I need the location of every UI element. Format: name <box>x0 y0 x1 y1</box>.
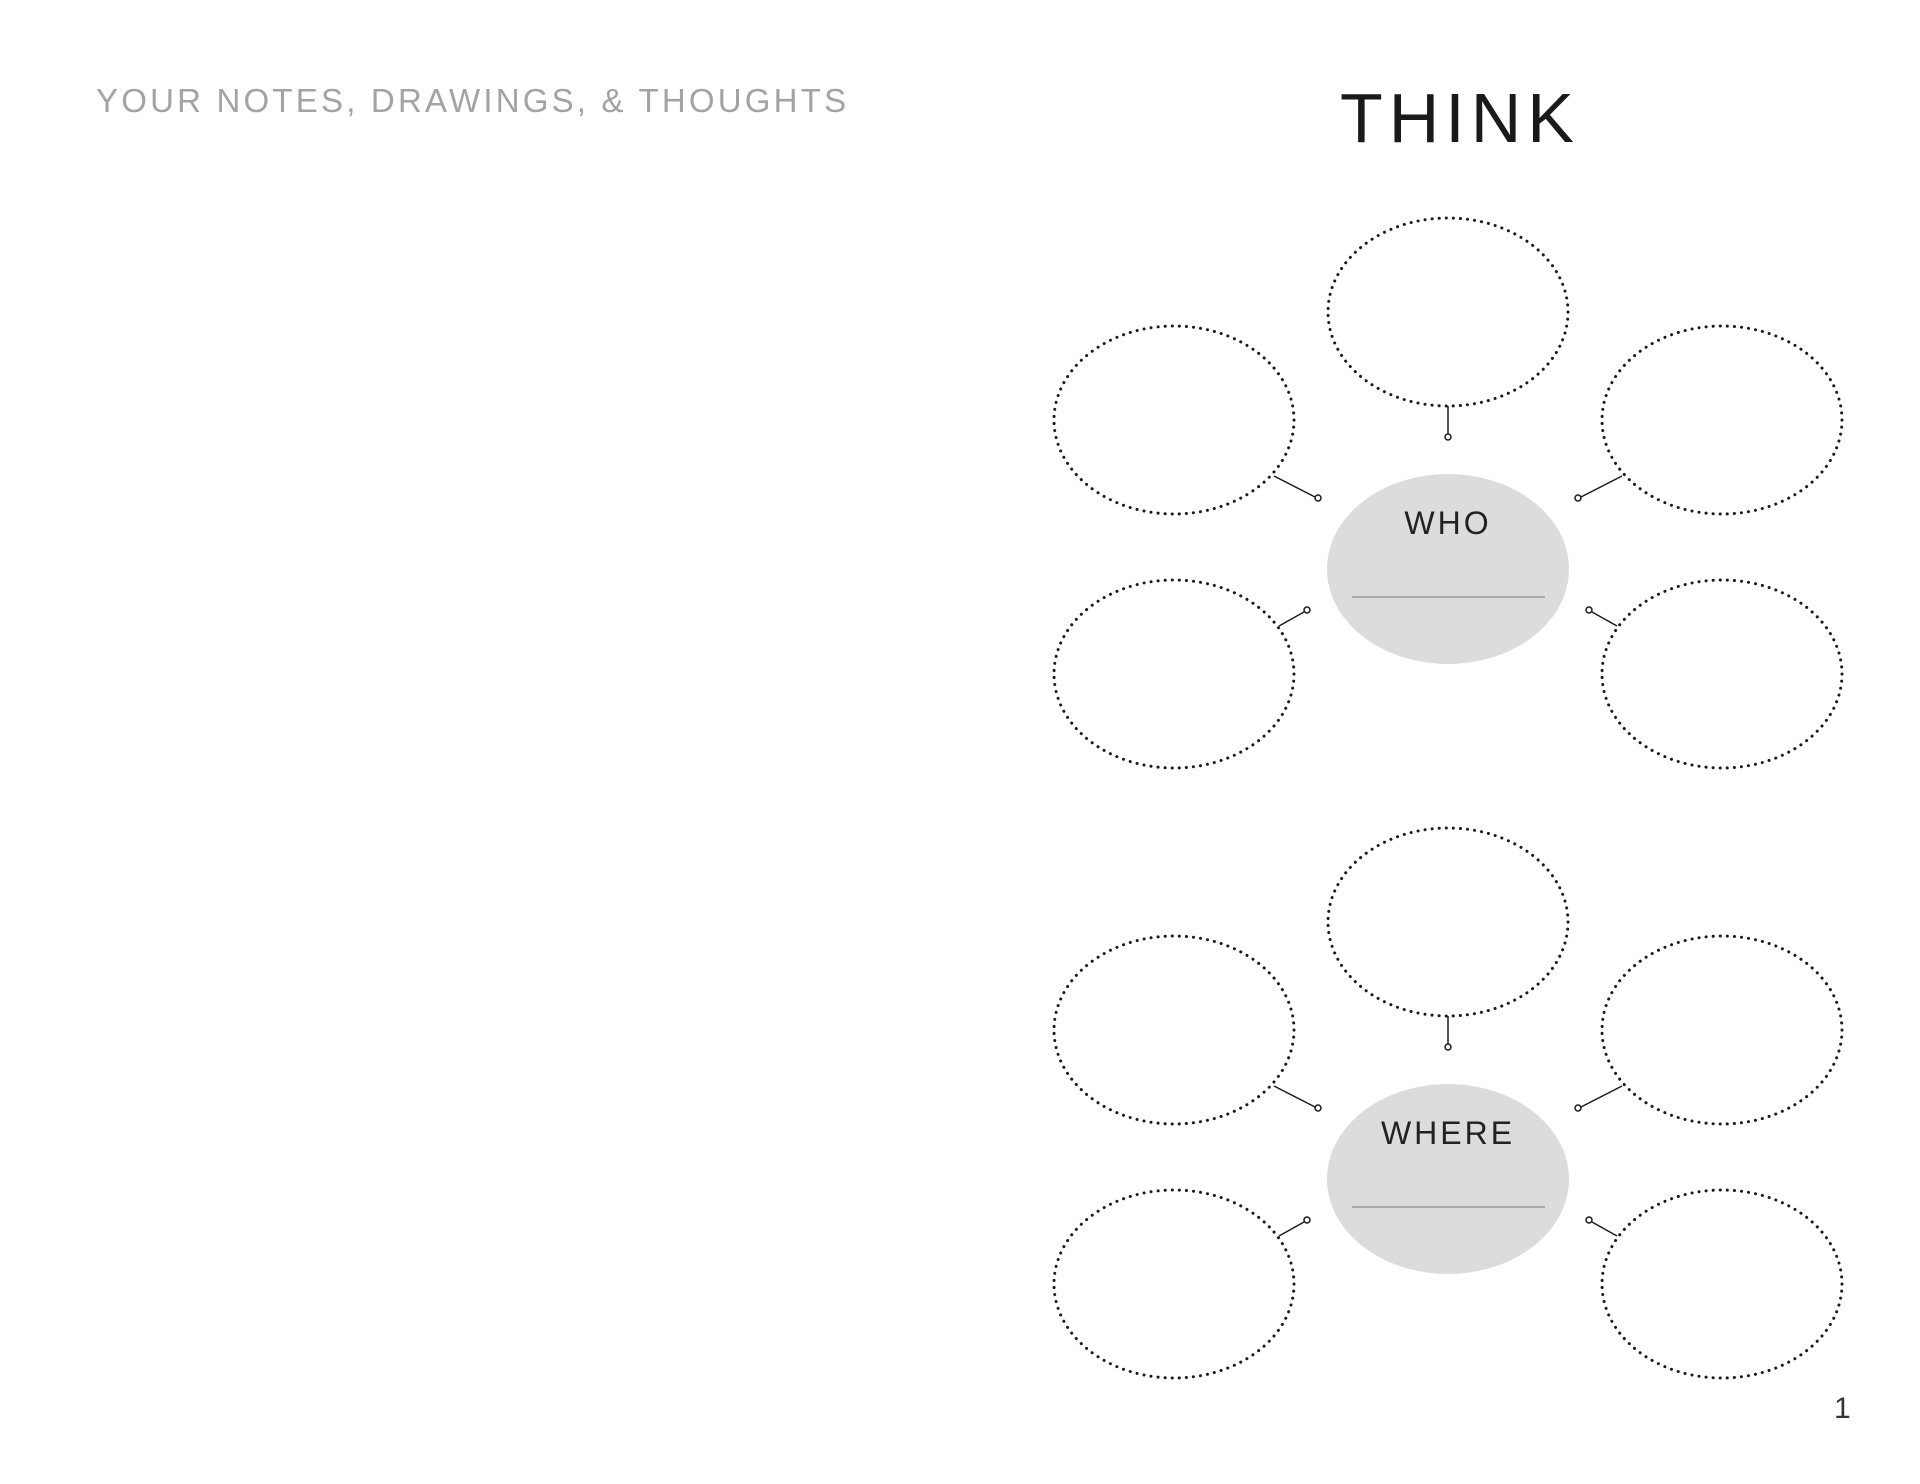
idea-bubble-lower-left[interactable] <box>1052 1188 1296 1380</box>
mind-map-where: WHERE <box>1052 826 1844 1380</box>
center-label-who: WHO <box>1404 505 1491 541</box>
center-bubble-where[interactable] <box>1327 1084 1569 1274</box>
idea-bubble-top[interactable] <box>1326 826 1570 1018</box>
idea-bubble-upper-right[interactable] <box>1600 934 1844 1126</box>
idea-bubble-upper-left[interactable] <box>1052 324 1296 516</box>
idea-bubble-top[interactable] <box>1326 216 1570 408</box>
idea-bubble-upper-left[interactable] <box>1052 934 1296 1126</box>
idea-bubble-lower-right[interactable] <box>1600 1188 1844 1380</box>
connectors-where <box>1273 1016 1623 1237</box>
page-number: 1 <box>1834 1392 1851 1425</box>
idea-bubble-lower-left[interactable] <box>1052 578 1296 770</box>
idea-bubble-upper-right[interactable] <box>1600 324 1844 516</box>
idea-bubble-lower-right[interactable] <box>1600 578 1844 770</box>
notes-heading: YOUR NOTES, DRAWINGS, & THOUGHTS <box>96 82 850 119</box>
page-title: THINK <box>1340 79 1580 157</box>
connectors-who <box>1273 406 1623 627</box>
center-bubble-who[interactable] <box>1327 474 1569 664</box>
center-label-where: WHERE <box>1381 1115 1515 1151</box>
mind-map-who: WHO <box>1052 216 1844 770</box>
